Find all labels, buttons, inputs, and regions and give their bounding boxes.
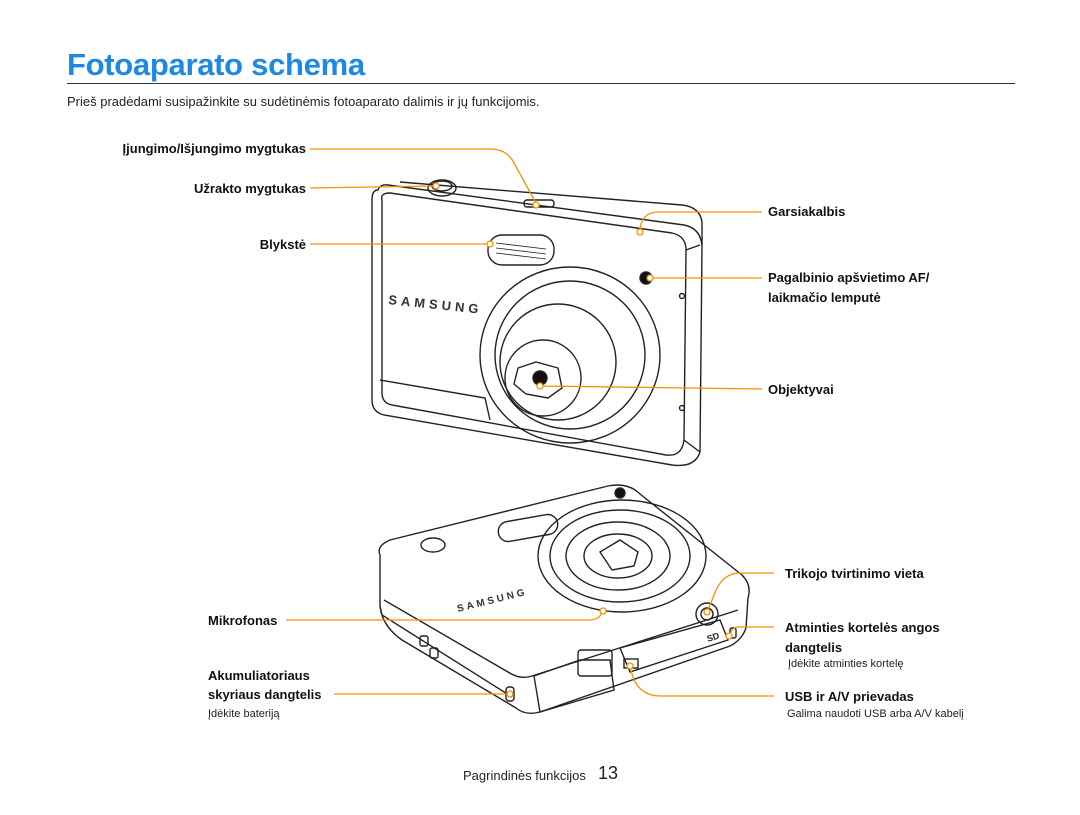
usb-port-note: Galima naudoti USB arba A/V kabelį — [787, 708, 964, 720]
usb-port-label: USB ir A/V prievadas — [785, 689, 914, 704]
speaker-label: Garsiakalbis — [768, 204, 846, 219]
tripod-label: Trikojo tvirtinimo vieta — [785, 566, 924, 581]
battery-cover-label-line2: skyriaus dangtelis — [208, 687, 322, 702]
title-divider — [67, 83, 1015, 84]
page-title: Fotoaparato schema — [67, 47, 365, 82]
battery-cover-note: Įdėkite bateriją — [208, 708, 280, 720]
battery-cover-label-line1: Akumuliatoriaus — [208, 668, 310, 683]
power-button-label: Įjungimo/Išjungimo mygtukas — [122, 141, 306, 156]
card-cover-logo: SD — [706, 630, 721, 644]
microphone-label: Mikrofonas — [208, 613, 278, 628]
af-lamp-label-line1: Pagalbinio apšvietimo AF/ — [768, 270, 930, 285]
card-cover-note: Įdėkite atminties kortelę — [788, 658, 904, 670]
af-lamp-label-line2: laikmačio lemputė — [768, 290, 881, 305]
camera-bottom-illustration — [378, 484, 750, 715]
card-cover-label-line1: Atminties kortelės angos — [785, 620, 940, 635]
shutter-button-label: Užrakto mygtukas — [194, 181, 306, 196]
intro-text: Prieš pradėdami susipažinkite su sudėtin… — [67, 94, 540, 109]
lens-label: Objektyvai — [768, 382, 834, 397]
card-cover-label-line2: dangtelis — [785, 640, 843, 655]
flash-label: Blykstė — [259, 237, 306, 252]
footer-section: Pagrindinės funkcijos — [463, 768, 586, 783]
front-brand-logo: SAMSUNG — [388, 292, 484, 317]
callout-lines — [286, 148, 774, 698]
footer-page-number: 13 — [598, 763, 619, 783]
bottom-brand-logo: SAMSUNG — [456, 587, 529, 615]
camera-front-illustration — [371, 179, 703, 467]
